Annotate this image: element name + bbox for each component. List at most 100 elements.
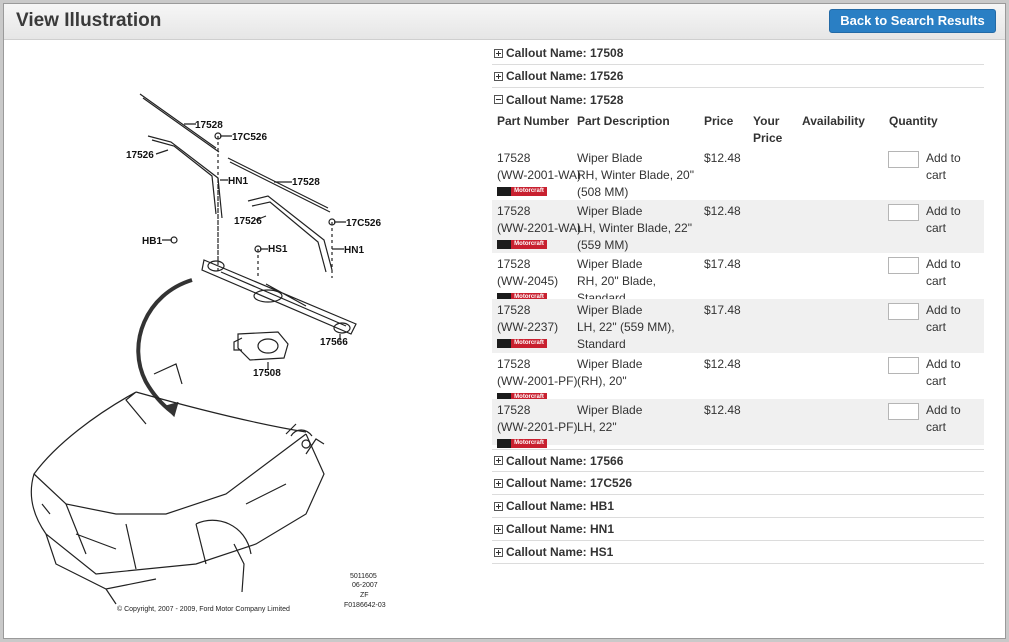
expand-icon[interactable] [494,524,503,534]
description-line: LH, Winter Blade, 22" [577,221,692,235]
page-title: View Illustration [16,10,162,31]
col-part-number: Part Number [497,114,570,128]
quantity-input[interactable] [888,357,919,374]
quantity-input[interactable] [888,303,919,320]
motorcraft-logo: Motorcraft [511,339,547,348]
label-17528-b: 17528 [292,177,320,188]
label-hn1-a: HN1 [228,176,248,187]
price: $17.48 [704,303,741,317]
callout-17526[interactable]: Callout Name: 17526 [492,65,984,88]
add-to-cart-link[interactable]: Add to cart [926,204,961,235]
callout-17508[interactable]: Callout Name: 17508 [492,42,984,65]
view-illustration-window: View Illustration Back to Search Results [3,3,1006,639]
description-line: (508 MM) [577,185,629,199]
price: $12.48 [704,403,741,417]
col-part-description: Part Description [577,114,670,128]
description-line: LH, 22" [577,420,617,434]
ford-logo-icon [497,293,511,302]
description-line: Wiper Blade [577,257,643,271]
motorcraft-badge: Motorcraft [497,240,547,249]
back-to-search-results-button[interactable]: Back to Search Results [829,9,996,33]
part-code: (WW-2001-PF) [497,374,578,388]
part-number: 17528 [497,204,531,218]
part-number: 17528 [497,403,531,417]
part-code: (WW-2001-WA) [497,168,581,182]
add-to-cart-link[interactable]: Add to cart [926,403,961,434]
callout-label: Callout Name: 17528 [506,92,624,107]
col-availability: Availability [802,114,865,128]
description-line: Wiper Blade [577,303,643,317]
parts-illustration: 17528 17C526 17526 HN1 17528 17526 17C52… [6,44,486,634]
description-line: RH, Winter Blade, 20" [577,168,694,182]
part-code: (WW-2045) [497,274,559,288]
add-to-cart-link[interactable]: Add to cart [926,257,961,288]
motorcraft-logo: Motorcraft [511,393,547,402]
description-line: Wiper Blade [577,151,643,165]
label-17528-a: 17528 [195,120,223,131]
price: $12.48 [704,151,741,165]
ref-code: 5011605 [350,573,377,580]
label-hs1: HS1 [268,244,288,255]
callout-hb1[interactable]: Callout Name: HB1 [492,495,984,518]
expand-icon[interactable] [494,48,503,58]
label-17c526-a: 17C526 [232,132,267,143]
motorcraft-badge: Motorcraft [497,293,547,302]
label-hb1: HB1 [142,236,162,247]
price: $12.48 [704,204,741,218]
wiper-blade-1 [139,93,220,153]
quantity-input[interactable] [888,257,919,274]
part-code: (WW-2201-WA) [497,221,581,235]
callout-label: Callout Name: 17526 [506,69,624,83]
wiper-diagram: 17528 17C526 17526 HN1 17528 17526 17C52… [30,93,386,613]
add-to-cart-link[interactable]: Add to cart [926,357,961,388]
collapse-icon[interactable] [494,95,503,104]
callout-label: Callout Name: 17C526 [506,476,633,490]
col-your-price: Your Price [753,114,783,145]
expand-icon[interactable] [494,501,503,511]
part-code: (WW-2237) [497,320,559,334]
part-number: 17528 [497,257,531,271]
expand-icon[interactable] [494,456,503,465]
quantity-input[interactable] [888,403,919,420]
quantity-input[interactable] [888,204,919,221]
ref-code: ZF [360,592,369,599]
description-line: Wiper Blade [577,403,643,417]
motorcraft-badge: Motorcraft [497,393,547,402]
price: $12.48 [704,357,741,371]
quantity-input[interactable] [888,151,919,168]
ford-logo-icon [497,240,511,249]
label-hn1-b: HN1 [344,245,364,256]
description-line: (559 MM) [577,238,629,252]
callout-hs1[interactable]: Callout Name: HS1 [492,541,984,564]
callout-17c526[interactable]: Callout Name: 17C526 [492,472,984,495]
callout-label: Callout Name: HN1 [506,522,615,536]
motorcraft-badge: Motorcraft [497,187,547,196]
add-to-cart-link[interactable]: Add to cart [926,303,961,334]
callout-17566[interactable]: Callout Name: 17566 [492,449,984,472]
ref-code: F0186642-03 [344,602,386,609]
callout-label: Callout Name: HB1 [506,499,615,513]
callout-hn1[interactable]: Callout Name: HN1 [492,518,984,541]
part-number: 17528 [497,303,531,317]
callout-17528[interactable]: Callout Name: 17528 [492,88,984,111]
motorcraft-badge: Motorcraft [497,439,547,448]
motorcraft-logo: Motorcraft [511,293,547,302]
add-to-cart-link[interactable]: Add to cart [926,151,961,182]
expand-icon[interactable] [494,478,503,488]
label-17526-a: 17526 [126,150,154,161]
description-line: Wiper Blade [577,357,643,371]
description-line: Wiper Blade [577,204,643,218]
wiper-arm-1 [147,135,223,219]
expand-icon[interactable] [494,71,503,81]
col-quantity: Quantity [889,114,938,128]
callout-panel: Callout Name: 17508 Callout Name: 17526 … [492,42,984,564]
ford-logo-icon [497,187,511,196]
expand-icon[interactable] [494,547,503,557]
